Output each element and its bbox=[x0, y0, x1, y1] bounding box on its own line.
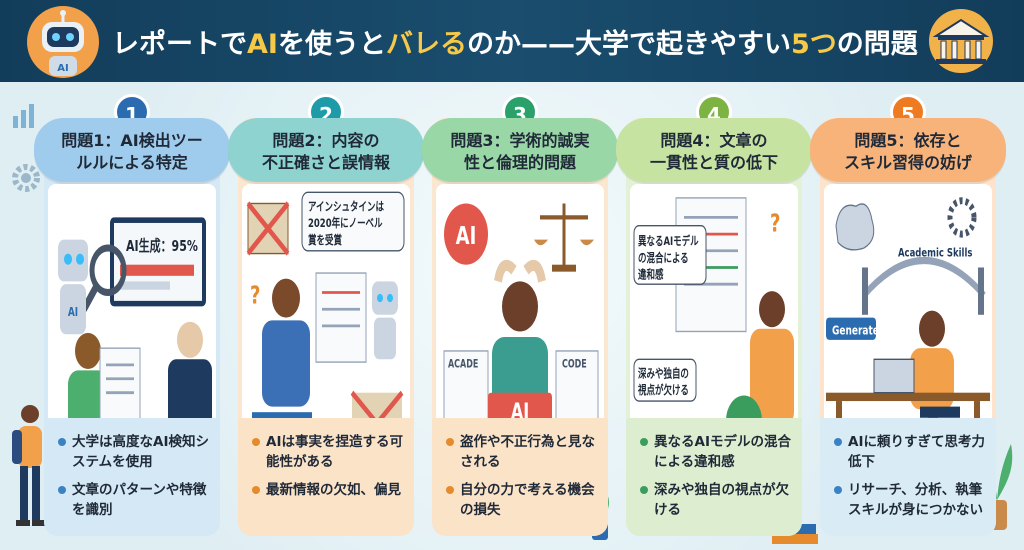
page-title: レポートでAIを使うとバレるのか——大学で起きやすい5つの問題 bbox=[112, 29, 918, 60]
bullet-item: 盗作や不正行為と見なされる bbox=[446, 432, 598, 472]
university-building-icon bbox=[929, 9, 993, 73]
academic-doc-label: ACADE bbox=[448, 358, 478, 371]
bullet-item: リサーチ、分析、執筆スキルが身につかない bbox=[834, 480, 986, 520]
card-problem-4: 4 問題4：文章の 一貫性と質の低下 異なるAIモデル の混合による 違和感 ?… bbox=[616, 94, 812, 536]
svg-text:?: ? bbox=[770, 209, 780, 238]
bullet-list: 異なるAIモデルの混合による違和感 深みや独自の視点が欠ける bbox=[626, 418, 802, 536]
card-title: 問題2：内容の 不正確さと誤情報 bbox=[228, 118, 424, 182]
bullet-item: 異なるAIモデルの混合による違和感 bbox=[640, 432, 792, 472]
speech-text-line: 賞を受賞 bbox=[308, 232, 343, 247]
bullet-list: AIは事実を捏造する可能性がある 最新情報の欠如、偏見 bbox=[238, 418, 414, 536]
card-title: 問題1：AI検出ツー ルルによる特定 bbox=[34, 118, 230, 182]
card-problem-3: 3 問題3：学術的誠実 性と倫理的問題 AI ACADE CODE AI 盗作や… bbox=[422, 94, 618, 536]
card-title: 問題5：依存と スキル習得の妨げ bbox=[810, 118, 1006, 182]
bullet-item: 深みや独自の視点が欠ける bbox=[640, 480, 792, 520]
bullet-list: 大学は高度なAI検知システムを使用 文章のパターンや特徴を識別 bbox=[44, 418, 220, 536]
bullet-list: 盗作や不正行為と見なされる 自分の力で考える機会の損失 bbox=[432, 418, 608, 536]
card-problem-1: 1 問題1：AI検出ツー ルルによる特定 AI生成：95% AI 大学は高度なA… bbox=[34, 94, 230, 536]
bubble-text-line: の混合による bbox=[638, 250, 689, 265]
bullet-item: 自分の力で考える機会の損失 bbox=[446, 480, 598, 520]
svg-text:AI: AI bbox=[57, 63, 68, 74]
bubble-text-line: 視点が欠ける bbox=[637, 383, 689, 398]
card-title: 問題3：学術的誠実 性と倫理的問題 bbox=[422, 118, 618, 182]
walking-student-icon bbox=[12, 405, 46, 526]
bubble-text-line: 違和感 bbox=[638, 267, 664, 282]
svg-text:AI: AI bbox=[68, 305, 78, 320]
header-banner: AI レポートでAIを使うとバレるのか——大学で起きやすい5つの問題 bbox=[0, 0, 1024, 82]
generate-button-label: Generate bbox=[832, 323, 879, 338]
speech-text-line: 2020年にノーベル bbox=[308, 216, 383, 231]
bullet-list: AIに頼りすぎて思考力低下 リサーチ、分析、執筆スキルが身につかない bbox=[820, 418, 996, 536]
ai-generated-label: AI生成：95% bbox=[126, 236, 198, 256]
gear-icon bbox=[12, 164, 40, 192]
code-doc-label: CODE bbox=[562, 358, 587, 371]
bullet-item: 大学は高度なAI検知システムを使用 bbox=[58, 432, 210, 472]
bullet-item: AIに頼りすぎて思考力低下 bbox=[834, 432, 986, 472]
bullet-item: 最新情報の欠如、偏見 bbox=[252, 480, 404, 500]
bridge-label: Academic Skills bbox=[898, 246, 972, 260]
bullet-item: 文章のパターンや特徴を識別 bbox=[58, 480, 210, 520]
card-problem-5: 5 問題5：依存と スキル習得の妨げ Academic Skills Gener… bbox=[810, 94, 1006, 536]
svg-text:?: ? bbox=[250, 282, 260, 311]
card-problem-2: 2 問題2：内容の 不正確さと誤情報 アインシュタインは 2020年にノーベル … bbox=[228, 94, 424, 536]
speech-text-line: アインシュタインは bbox=[308, 200, 385, 214]
bar-chart-icon bbox=[13, 104, 34, 128]
ai-circle-label: AI bbox=[456, 222, 477, 251]
bubble-text-line: 深みや独自の bbox=[638, 366, 689, 381]
card-title: 問題4：文章の 一貫性と質の低下 bbox=[616, 118, 812, 182]
bubble-text-line: 異なるAIモデル bbox=[638, 234, 699, 249]
bullet-item: AIは事実を捏造する可能性がある bbox=[252, 432, 404, 472]
robot-mascot-icon: AI bbox=[27, 6, 99, 78]
